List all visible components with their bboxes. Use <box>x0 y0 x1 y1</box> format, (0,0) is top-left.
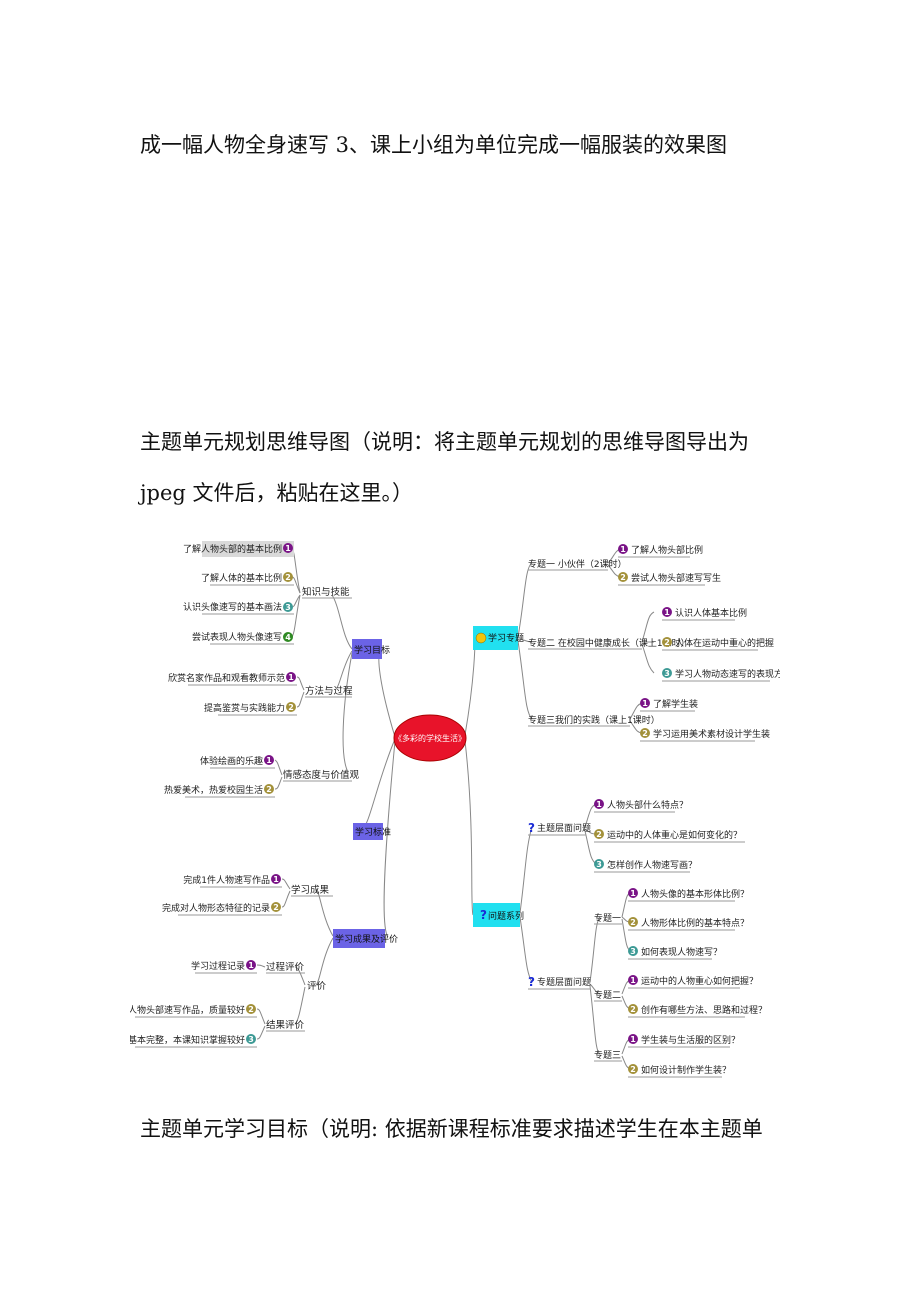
mindmap-s1-label: 专题一 <box>594 912 621 924</box>
mind-map-image: 《多彩的学校生活》 学习目标 学习标准 学习成果及评价 知识与技能 方法与过程 … <box>130 527 780 1085</box>
paragraph-3: 主题单元学习目标（说明: 依据新课程标准要求描述学生在本主题单 <box>140 1117 763 1141</box>
mindmap-leaf-m2: 提高鉴赏与实践能力 <box>204 702 285 714</box>
mindmap-theme-label: 主题层面问题 <box>537 822 591 834</box>
mindmap-leaf-q3: 怎样创作人物速写画？ <box>607 859 697 871</box>
mindmap-results-label: 学习成果 <box>291 884 330 896</box>
mindmap-topics-box: 学习专题 <box>488 632 524 644</box>
mindmap-leaf-t1-1: 了解人物头部比例 <box>631 544 703 556</box>
svg-text:2: 2 <box>642 729 648 738</box>
svg-text:1: 1 <box>285 544 291 553</box>
mindmap-eval-box: 学习成果及评价 <box>335 933 398 945</box>
svg-text:1: 1 <box>630 1035 636 1044</box>
mindmap-leaf-t3-1: 了解学生装 <box>653 698 698 710</box>
svg-text:3: 3 <box>248 1035 254 1044</box>
mindmap-leaf-q2: 运动中的人体重心是如何变化的？ <box>607 829 742 841</box>
svg-text:1: 1 <box>596 800 602 809</box>
svg-text:1: 1 <box>266 756 272 765</box>
mindmap-leaf-p1: 学习过程记录 <box>191 960 245 972</box>
svg-text:3: 3 <box>664 669 670 678</box>
mindmap-leaf-t2-2: 人体在运动中重心的把握 <box>675 637 774 649</box>
svg-text:2: 2 <box>630 1065 636 1074</box>
mindmap-leaf-q1: 人物头部什么特点？ <box>607 799 688 811</box>
mindmap-leaf-o1: 展示人物头部速写作品，质量较好 <box>130 1004 245 1016</box>
mindmap-leaf-t3-2: 学习运用美术素材设计学生装 <box>653 728 770 740</box>
mindmap-leaf-r2: 完成对人物形态特征的记录 <box>162 902 270 914</box>
mindmap-leaf-s2-1: 运动中的人物重心如何把握？ <box>641 975 758 987</box>
svg-text:1: 1 <box>288 673 294 682</box>
mindmap-leaf-t1-2: 尝试人物头部速写写生 <box>631 572 721 584</box>
mindmap-leaf-s1-3: 如何表现人物速写？ <box>641 946 722 958</box>
question-icon: ? <box>528 975 535 989</box>
mindmap-leaf-s2-2: 创作有哪些方法、思路和过程？ <box>641 1004 767 1016</box>
mindmap-leaf-k3: 认识头像速写的基本画法 <box>183 601 282 613</box>
mindmap-questions-box: 问题系列 <box>488 910 524 922</box>
svg-text:2: 2 <box>248 1005 254 1014</box>
mindmap-center-label: 《多彩的学校生活》 <box>394 733 466 743</box>
mindmap-leaf-s3-1: 学生装与生活服的区别？ <box>641 1034 740 1046</box>
mindmap-outcome-label: 结果评价 <box>266 1019 305 1031</box>
mindmap-leaf-e1: 体验绘画的乐趣 <box>200 755 263 767</box>
mindmap-leaf-m1: 欣赏名家作品和观看教师示范 <box>168 672 285 684</box>
svg-text:2: 2 <box>288 703 294 712</box>
mindmap-goals-box: 学习目标 <box>354 644 390 656</box>
paragraph-2-line-2: jpeg 文件后，粘贴在这里。） <box>140 481 413 505</box>
mindmap-leaf-k2: 了解人体的基本比例 <box>201 572 282 584</box>
svg-text:2: 2 <box>630 918 636 927</box>
mindmap-emotion-label: 情感态度与价值观 <box>283 769 360 781</box>
mindmap-s2-label: 专题二 <box>594 989 621 1001</box>
mindmap-method-label: 方法与过程 <box>305 685 353 697</box>
svg-text:2: 2 <box>630 1005 636 1014</box>
svg-text:1: 1 <box>273 875 279 884</box>
mindmap-leaf-s1-1: 人物头像的基本形体比例？ <box>641 888 749 900</box>
mindmap-leaf-t2-1: 认识人体基本比例 <box>675 607 747 619</box>
svg-text:4: 4 <box>285 633 291 642</box>
svg-text:2: 2 <box>664 638 670 647</box>
mindmap-knowledge-label: 知识与技能 <box>302 586 350 598</box>
mindmap-t3-label: 专题三我们的实践（课上1课时） <box>528 714 660 726</box>
question-icon: ? <box>480 908 487 922</box>
svg-text:1: 1 <box>248 961 254 970</box>
svg-text:3: 3 <box>596 860 602 869</box>
mindmap-leaf-o2: 刻画基本完整，本课知识掌握较好 <box>130 1034 245 1046</box>
svg-text:2: 2 <box>273 903 279 912</box>
svg-text:2: 2 <box>285 573 291 582</box>
mindmap-leaf-e2: 热爱美术，热爱校园生活 <box>164 784 263 796</box>
paragraph-2-line-1: 主题单元规划思维导图（说明：将主题单元规划的思维导图导出为 <box>140 430 749 454</box>
svg-text:1: 1 <box>620 545 626 554</box>
mindmap-process-label: 过程评价 <box>266 961 305 973</box>
svg-text:3: 3 <box>285 603 291 612</box>
svg-text:1: 1 <box>630 976 636 985</box>
svg-text:1: 1 <box>642 699 648 708</box>
mindmap-leaf-k4: 尝试表现人物头像速写 <box>192 631 282 643</box>
paragraph-1: 成一幅人物全身速写 3、课上小组为单位完成一幅服装的效果图 <box>140 133 728 157</box>
mindmap-evaluation-label: 评价 <box>307 981 327 992</box>
mindmap-t1-label: 专题一 小伙伴（2课时） <box>528 558 627 570</box>
mindmap-t2-label: 专题二 在校园中健康成长（课上1课时） <box>528 637 690 649</box>
mindmap-standard-box: 学习标准 <box>355 826 391 838</box>
svg-text:3: 3 <box>630 947 636 956</box>
svg-text:2: 2 <box>596 830 602 839</box>
mindmap-leaf-s3-2: 如何设计制作学生装？ <box>641 1064 731 1076</box>
svg-text:2: 2 <box>620 573 626 582</box>
mindmap-leaf-s1-2: 人物形体比例的基本特点？ <box>641 917 749 929</box>
svg-text:1: 1 <box>664 608 670 617</box>
svg-text:2: 2 <box>266 785 272 794</box>
mindmap-s3-label: 专题三 <box>594 1049 621 1061</box>
svg-text:1: 1 <box>630 889 636 898</box>
mindmap-topic-q-label: 专题层面问题 <box>537 976 591 988</box>
question-icon: ? <box>528 821 535 835</box>
mindmap-leaf-t2-3: 学习人物动态速写的表现方法 <box>675 668 780 680</box>
mindmap-leaf-k1: 了解人物头部的基本比例 <box>183 543 282 555</box>
mindmap-leaf-r1: 完成1件人物速写作品 <box>183 874 270 886</box>
